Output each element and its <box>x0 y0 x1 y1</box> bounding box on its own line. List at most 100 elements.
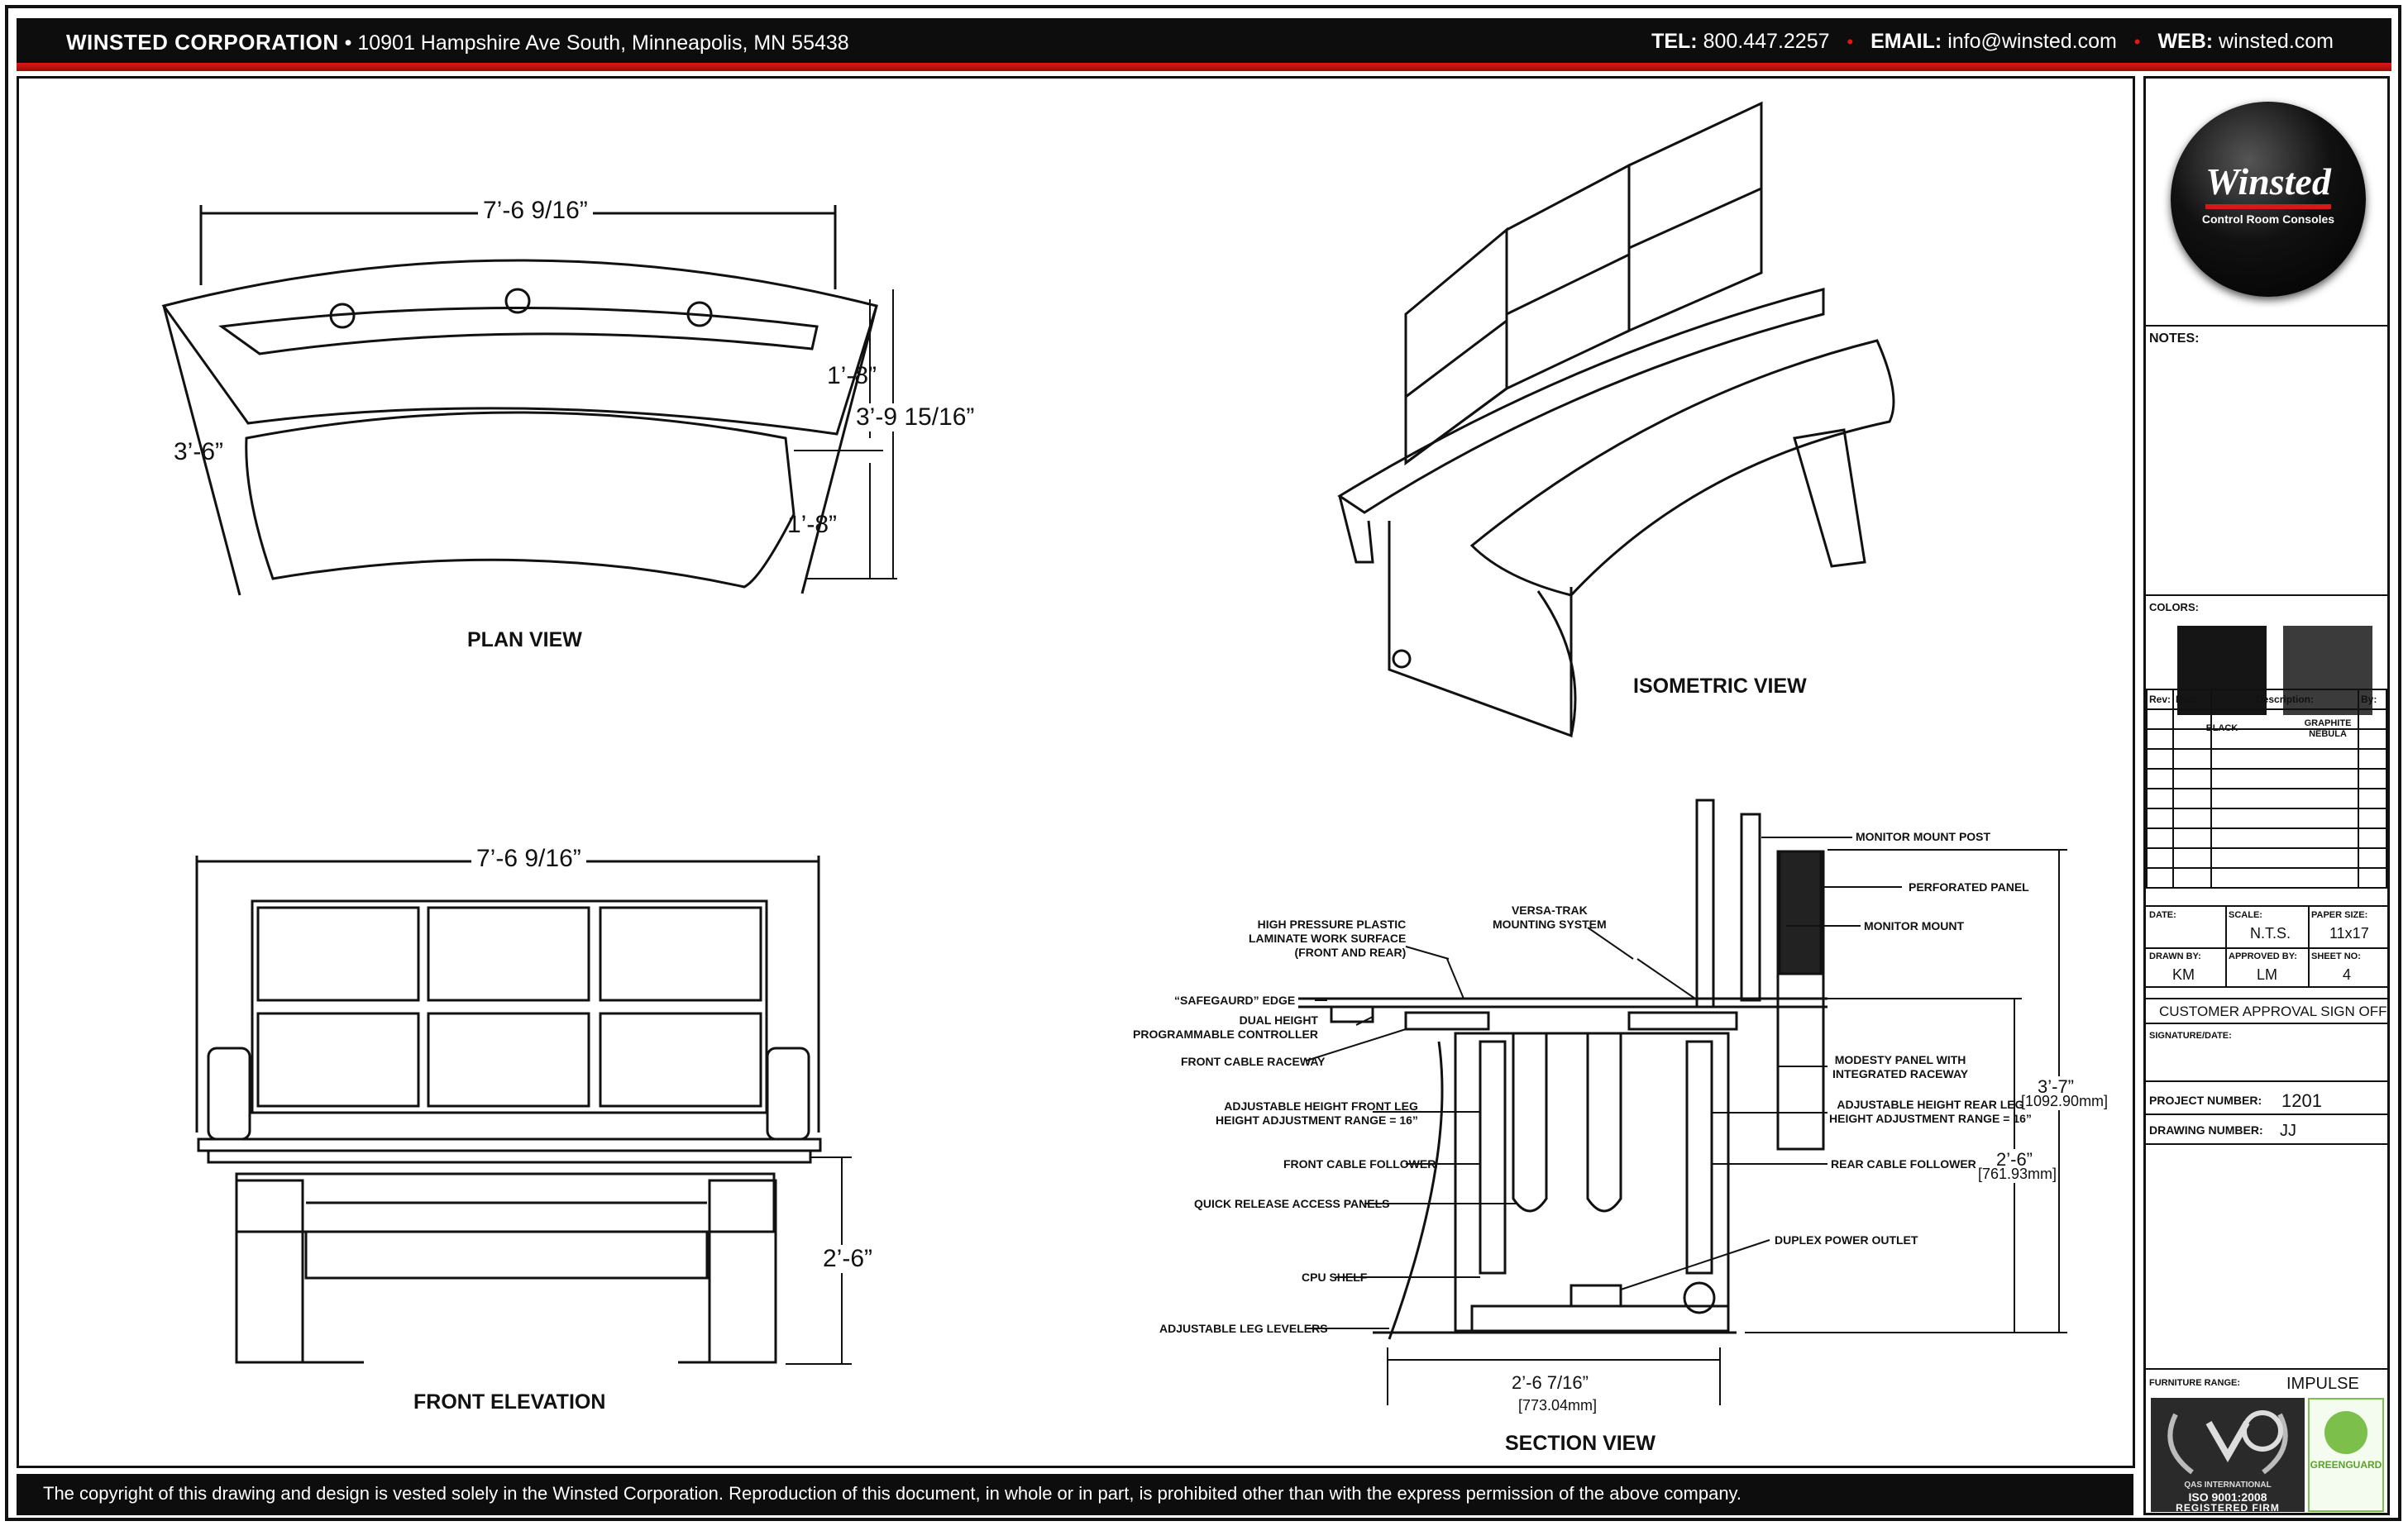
winsted-logo: Winsted Control Room Consoles <box>2171 102 2366 297</box>
isometric-view-label: ISOMETRIC VIEW <box>1633 675 1807 698</box>
plan-view-drawing <box>161 205 897 596</box>
section-height-desk-mm: [761.93mm] <box>1978 1166 2057 1183</box>
separator-dot: • <box>2133 31 2141 52</box>
front-leg-right <box>708 1179 777 1364</box>
plan-monitor-mount <box>504 288 531 314</box>
plan-view-label: PLAN VIEW <box>467 628 582 651</box>
drawing-label: DRAWING NUMBER: <box>2149 1123 2263 1137</box>
furniture-range-row: FURNITURE RANGE: IMPULSE <box>2146 1368 2387 1396</box>
laurel-icon <box>2167 1410 2288 1475</box>
drawing-value: JJ <box>2280 1122 2296 1140</box>
iso-left-leg <box>1338 495 1374 564</box>
cert-text-2: ISO 9001:2008 <box>2188 1490 2267 1504</box>
table-row <box>2145 768 2387 789</box>
plan-depth-total-dim: 3’-9 15/16” <box>856 403 975 432</box>
greenguard-badge: GREENGUARD <box>2308 1398 2384 1512</box>
callout-safeguard-edge: “SAFEGAURD” EDGE <box>1174 994 1296 1007</box>
iso-monitor <box>1404 317 1508 465</box>
iso-front-surface <box>1469 339 1895 597</box>
front-monitor <box>256 906 420 1002</box>
isometric-view-drawing <box>1337 101 1895 738</box>
front-monitor <box>599 1012 762 1108</box>
section-monitor-post <box>1740 813 1761 1002</box>
front-side-panel <box>207 1047 251 1141</box>
range-label: FURNITURE RANGE: <box>2149 1378 2240 1388</box>
approval-banner: CUSTOMER APPROVAL SIGN OFF <box>2146 998 2387 1024</box>
notes-label: NOTES: <box>2149 331 2200 346</box>
company-info: WINSTED CORPORATION • 10901 Hampshire Av… <box>66 30 849 55</box>
front-monitor <box>427 1012 590 1108</box>
scale-label: SCALE: <box>2229 910 2262 920</box>
table-row <box>2145 827 2387 849</box>
plan-depth-upper-dim: 1’-8” <box>827 362 877 389</box>
drawing-area <box>17 76 2135 1468</box>
section-raceway <box>1627 1011 1738 1031</box>
plan-monitor-rail <box>218 307 819 355</box>
front-edge <box>207 1149 812 1164</box>
callout-duplex-outlet: DUPLEX POWER OUTLET <box>1775 1233 1918 1247</box>
logo-subtitle: Control Room Consoles <box>2201 212 2335 226</box>
email-label: EMAIL: <box>1870 30 1942 53</box>
section-front-leg <box>1479 1040 1507 1275</box>
table-row <box>2145 847 2387 869</box>
plan-width-dim: 7’-6 9/16” <box>478 197 593 225</box>
rev-header: Rev: <box>2145 689 2175 710</box>
colors-label: COLORS: <box>2149 601 2199 613</box>
table-row <box>2145 788 2387 809</box>
footer-bar: The copyright of this drawing and design… <box>17 1474 2133 1515</box>
callout-work-surface: HIGH PRESSURE PLASTIC LAMINATE WORK SURF… <box>1249 918 1407 959</box>
rev-header: By: <box>2358 689 2387 710</box>
scale-value: N.T.S. <box>2250 925 2291 942</box>
iso-grommet <box>1392 649 1412 669</box>
section-surface-break <box>1446 958 1696 999</box>
front-monitor <box>256 1012 420 1108</box>
section-depth-dim: 2’-6 7/16” <box>1512 1372 1589 1393</box>
greenguard-icon <box>2324 1411 2367 1454</box>
callout-access-panels: QUICK RELEASE ACCESS PANELS <box>1194 1197 1390 1210</box>
rev-header: Description: <box>2210 689 2359 710</box>
paper-value: 11x17 <box>2329 925 2369 942</box>
table-row <box>2145 867 2387 889</box>
front-leg-left <box>235 1179 304 1364</box>
plan-depth-lower-dim: 1’-8” <box>787 511 838 538</box>
iso-leg <box>1793 428 1866 568</box>
signature-box[interactable]: SIGNATURE/DATE: <box>2146 1024 2387 1082</box>
drawn-label: DRAWN BY: <box>2149 951 2201 961</box>
front-monitor-array <box>251 899 768 1114</box>
section-cable-follower <box>1512 1033 1548 1213</box>
section-depth-mm: [773.04mm] <box>1518 1397 1598 1414</box>
certification-logos: QAS INTERNATIONAL ISO 9001:2008 REGISTER… <box>2151 1398 2384 1514</box>
iso-monitor <box>1404 227 1508 465</box>
cert-text-1: QAS INTERNATIONAL <box>2184 1481 2272 1490</box>
section-view-drawing <box>1298 799 2067 1405</box>
callout-rear-cable-follower: REAR CABLE FOLLOWER <box>1831 1157 1976 1171</box>
section-rear-leg <box>1685 1040 1713 1275</box>
callout-monitor-mount: MONITOR MOUNT <box>1864 919 1965 932</box>
range-value: IMPULSE <box>2286 1375 2359 1393</box>
front-monitor <box>427 906 590 1002</box>
company-address: • 10901 Hampshire Ave South, Minneapolis… <box>344 31 849 55</box>
web-value[interactable]: winsted.com <box>2219 30 2334 53</box>
logo-red-bar <box>2205 204 2331 209</box>
project-value: 1201 <box>2281 1090 2322 1111</box>
section-rear-panel <box>1776 850 1825 1151</box>
front-elevation-label: FRONT ELEVATION <box>413 1390 606 1414</box>
front-width-dim: 7’-6 9/16” <box>471 845 586 873</box>
plan-upper-surface <box>161 259 878 436</box>
callout-perforated-panel: PERFORATED PANEL <box>1909 880 2029 894</box>
iso-monitor-split <box>1506 253 1630 316</box>
project-number-row: PROJECT NUMBER: 1201 <box>2146 1084 2387 1115</box>
logo-name: Winsted <box>2205 160 2331 203</box>
section-view-label: SECTION VIEW <box>1505 1432 1656 1455</box>
section-controller <box>1330 1005 1374 1023</box>
email-value[interactable]: info@winsted.com <box>1947 30 2117 53</box>
date-label: DATE: <box>2149 910 2176 920</box>
plan-front-surface <box>245 411 796 589</box>
table-row: Rev: Date: Description: By: <box>2145 689 2387 710</box>
header-red-stripe <box>17 63 2391 71</box>
greenguard-text: GREENGUARD <box>2310 1459 2382 1471</box>
callout-monitor-mount-post: MONITOR MOUNT POST <box>1856 830 1991 843</box>
front-monitor <box>599 906 762 1002</box>
table-row <box>2145 748 2387 770</box>
